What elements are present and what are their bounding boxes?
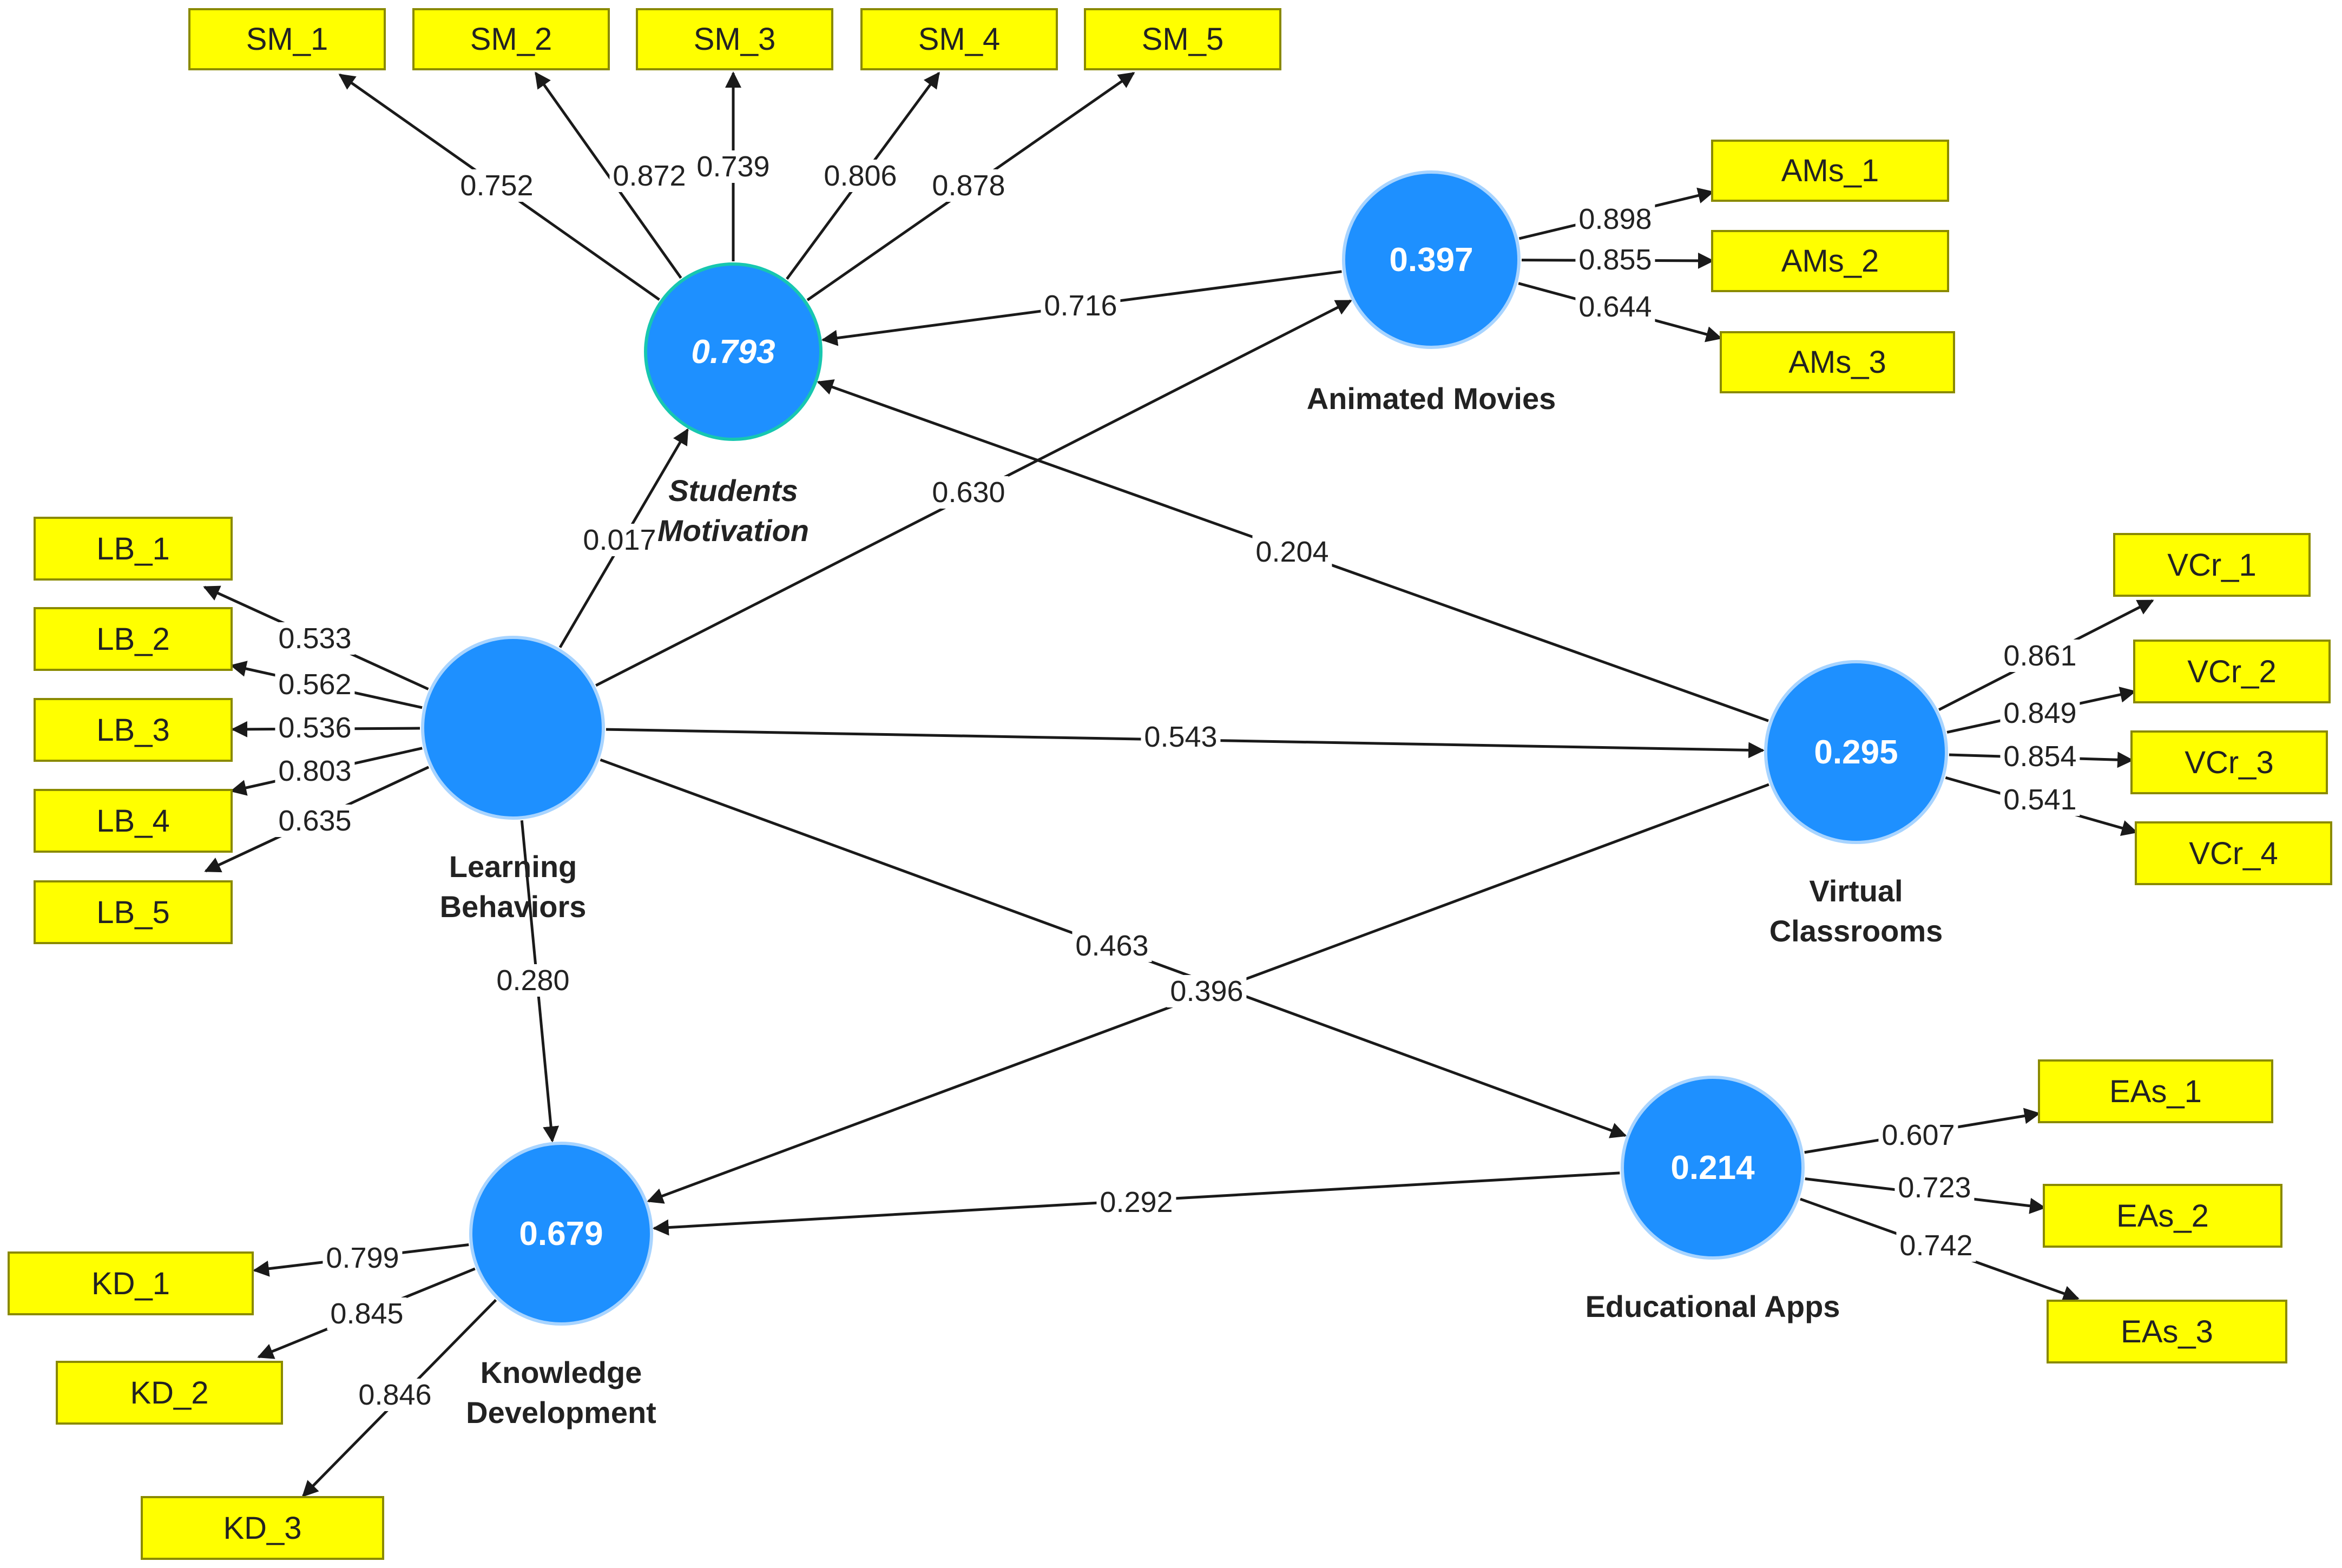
indicator-eas-3[interactable]: EAs_3 (2047, 1300, 2287, 1363)
indicator-sm-5[interactable]: SM_5 (1084, 8, 1281, 70)
loading-eas-3: 0.742 (1896, 1229, 1976, 1262)
path-coefficient-lb-am: 0.630 (929, 476, 1009, 509)
r-squared-value: 0.397 (1389, 241, 1473, 279)
path-coefficient-am-sm: 0.716 (1041, 289, 1121, 322)
indicator-ams-1[interactable]: AMs_1 (1711, 140, 1949, 202)
indicator-sm-1[interactable]: SM_1 (188, 8, 386, 70)
indicator-kd-1[interactable]: KD_1 (8, 1251, 254, 1315)
loading-vcr-4: 0.541 (2000, 783, 2080, 816)
loading-vcr-3: 0.854 (2000, 740, 2080, 773)
construct-label-am: Animated Movies (1306, 381, 1556, 416)
construct-label-ea: Educational Apps (1585, 1289, 1840, 1323)
construct-node-am[interactable]: 0.397 (1342, 170, 1521, 349)
indicator-vcr-4[interactable]: VCr_4 (2135, 821, 2332, 885)
construct-node-sm[interactable]: 0.793 (644, 262, 823, 441)
path-coefficient-vc-sm: 0.204 (1252, 536, 1332, 568)
indicator-ams-3[interactable]: AMs_3 (1720, 331, 1955, 393)
loading-sm-4: 0.806 (820, 160, 900, 192)
construct-node-kd[interactable]: 0.679 (469, 1142, 653, 1326)
loading-arrow-sm-2 (534, 71, 682, 279)
loading-kd-3: 0.846 (355, 1379, 435, 1411)
construct-label-kd: Knowledge Development (466, 1355, 656, 1429)
indicator-sm-2[interactable]: SM_2 (412, 8, 610, 70)
loading-kd-1: 0.799 (323, 1242, 403, 1274)
indicator-ams-2[interactable]: AMs_2 (1711, 230, 1949, 292)
indicator-vcr-2[interactable]: VCr_2 (2133, 640, 2331, 703)
loading-vcr-2: 0.849 (2000, 697, 2080, 729)
r-squared-value: 0.679 (519, 1215, 603, 1253)
r-squared-value: 0.793 (691, 333, 775, 371)
r-squared-value: 0.295 (1814, 733, 1898, 771)
loading-vcr-1: 0.861 (2000, 640, 2080, 672)
indicator-lb-5[interactable]: LB_5 (34, 880, 233, 944)
indicator-vcr-3[interactable]: VCr_3 (2130, 730, 2328, 794)
path-coefficient-lb-vc: 0.543 (1141, 721, 1221, 753)
construct-node-lb[interactable] (421, 636, 605, 820)
loading-sm-2: 0.872 (609, 160, 689, 192)
loading-ams-2: 0.855 (1575, 243, 1655, 276)
loading-sm-5: 0.878 (929, 169, 1009, 202)
loading-lb-3: 0.536 (275, 711, 355, 744)
construct-node-vc[interactable]: 0.295 (1764, 660, 1948, 844)
construct-node-ea[interactable]: 0.214 (1621, 1076, 1805, 1260)
path-coefficient-lb-sm: 0.017 (580, 524, 660, 556)
indicator-eas-1[interactable]: EAs_1 (2038, 1059, 2273, 1123)
loading-ams-3: 0.644 (1575, 291, 1655, 323)
indicator-kd-2[interactable]: KD_2 (56, 1361, 283, 1425)
path-coefficient-lb-ea: 0.463 (1072, 930, 1152, 962)
indicator-lb-4[interactable]: LB_4 (34, 789, 233, 853)
indicator-sm-3[interactable]: SM_3 (636, 8, 833, 70)
loading-lb-1: 0.533 (275, 622, 355, 655)
loading-lb-4: 0.803 (275, 755, 355, 787)
indicator-lb-1[interactable]: LB_1 (34, 517, 233, 581)
loading-sm-1: 0.752 (457, 169, 537, 202)
construct-label-sm: Students Motivation (657, 473, 809, 548)
loading-kd-2: 0.845 (327, 1297, 407, 1330)
loading-eas-1: 0.607 (1878, 1119, 1958, 1151)
loading-lb-5: 0.635 (275, 805, 355, 837)
r-squared-value: 0.214 (1670, 1149, 1755, 1187)
indicator-kd-3[interactable]: KD_3 (141, 1496, 384, 1560)
indicator-lb-3[interactable]: LB_3 (34, 698, 233, 762)
indicator-sm-4[interactable]: SM_4 (860, 8, 1058, 70)
loading-eas-2: 0.723 (1894, 1171, 1975, 1204)
path-coefficient-lb-kd: 0.280 (493, 964, 573, 997)
loading-lb-2: 0.562 (275, 668, 355, 701)
loading-sm-3: 0.739 (693, 150, 773, 183)
indicator-vcr-1[interactable]: VCr_1 (2113, 533, 2311, 597)
path-coefficient-vc-kd: 0.396 (1167, 975, 1247, 1007)
indicator-lb-2[interactable]: LB_2 (34, 607, 233, 671)
path-coefficient-ea-kd: 0.292 (1096, 1186, 1176, 1218)
construct-label-vc: Virtual Classrooms (1769, 874, 1943, 948)
construct-label-lb: Learning Behaviors (439, 849, 587, 924)
indicator-eas-2[interactable]: EAs_2 (2043, 1184, 2282, 1248)
loading-ams-1: 0.898 (1575, 203, 1655, 235)
